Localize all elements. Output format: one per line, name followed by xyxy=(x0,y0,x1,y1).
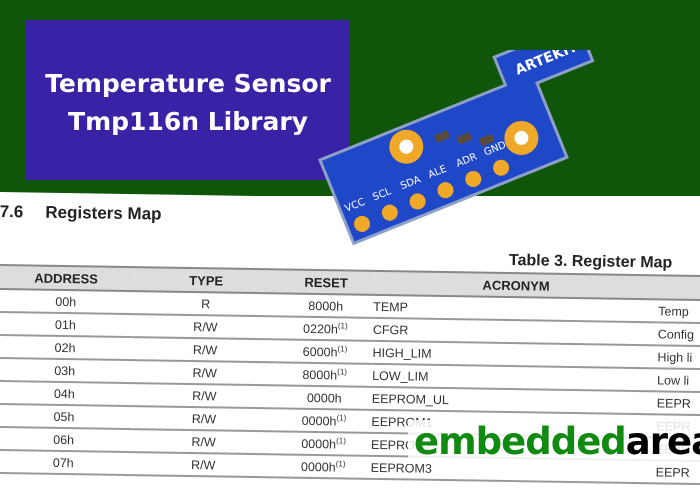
cell-description: Low li xyxy=(656,368,700,393)
cell-reset: 6000h(1) xyxy=(277,339,373,364)
sensor-board-image: ARTEKIT VCC SCL SDA ALE ADR GND xyxy=(318,50,644,246)
cell-type: R/W xyxy=(132,314,279,340)
cell-description: Config xyxy=(657,322,700,347)
header-address: ADDRESS xyxy=(0,264,134,292)
cell-address: 00h xyxy=(0,288,134,315)
cell-reset: 8000h(1) xyxy=(276,362,373,387)
logo-part-2: area xyxy=(625,420,700,463)
cell-address: 05h xyxy=(0,403,132,430)
title-line-1: Temperature Sensor xyxy=(45,69,331,98)
cell-type: R/W xyxy=(131,406,277,432)
title-line-2: Tmp116n Library xyxy=(68,107,308,136)
cell-reset: 0000h(1) xyxy=(276,408,372,433)
cell-address: 01h xyxy=(0,311,134,338)
cell-type: R/W xyxy=(132,360,278,386)
cell-reset: 0220h(1) xyxy=(277,316,374,341)
cell-type: R/W xyxy=(132,337,278,363)
cell-address: 02h xyxy=(0,334,133,361)
cell-address: 04h xyxy=(0,380,133,407)
cell-address: 06h xyxy=(0,426,132,453)
cell-description: Temp xyxy=(658,299,700,324)
cell-type: R/W xyxy=(131,383,277,409)
cell-type: R/W xyxy=(130,452,276,478)
cell-reset: 0000h xyxy=(276,385,372,410)
header-desc xyxy=(658,275,700,301)
cell-reset: 0000h(1) xyxy=(275,454,371,479)
cell-type: R/W xyxy=(130,429,277,455)
cell-description: High li xyxy=(657,345,700,370)
cell-reset: 0000h(1) xyxy=(275,431,372,456)
cell-reset: 8000h xyxy=(278,293,374,318)
cell-address: 03h xyxy=(0,357,133,384)
cell-description: EEPR xyxy=(656,391,700,416)
logo-part-1: embedded xyxy=(414,420,627,463)
header-type: TYPE xyxy=(133,267,279,294)
cell-address: 07h xyxy=(0,449,131,476)
embeddedarea-logo: embeddedarea xyxy=(408,420,700,464)
title-banner: Temperature Sensor Tmp116n Library xyxy=(26,20,350,180)
header-reset: RESET xyxy=(278,269,374,295)
cell-type: R xyxy=(133,291,279,317)
